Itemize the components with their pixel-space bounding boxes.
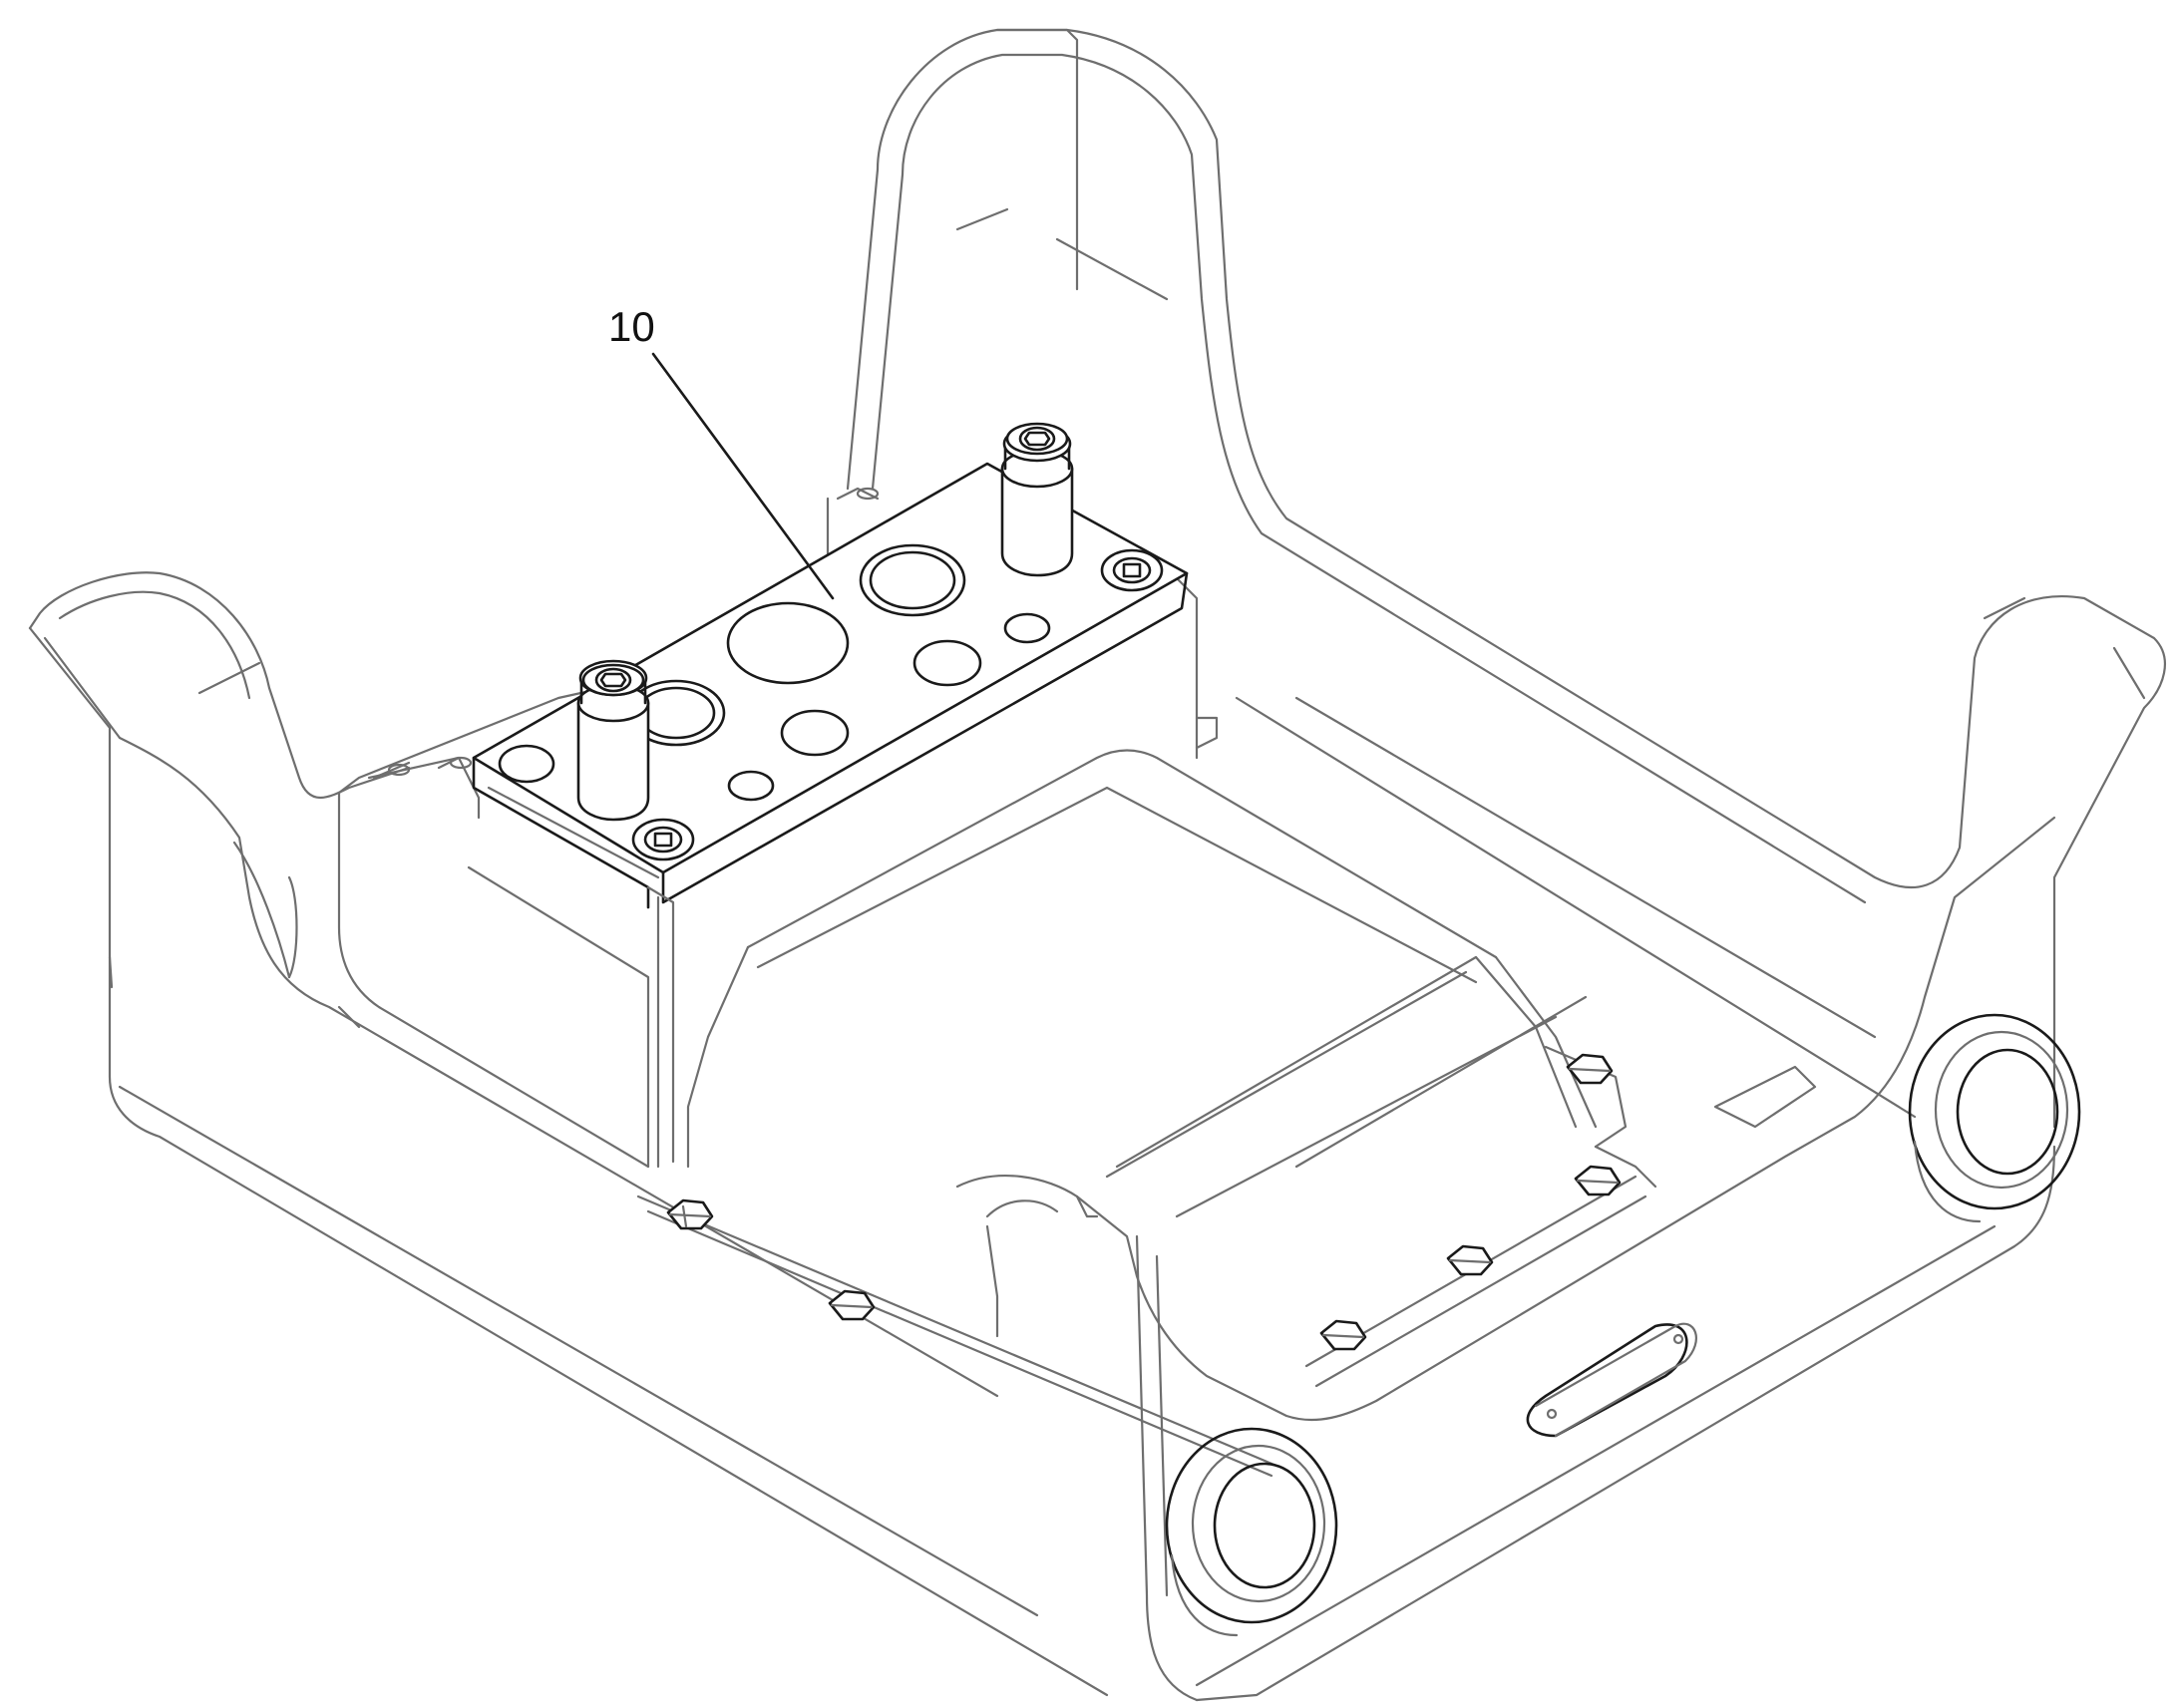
right-side-plate [955, 816, 2081, 1702]
cap-screw-left [576, 659, 650, 822]
mounting-lugs [372, 487, 880, 780]
pin-bore-rear [1908, 1013, 2081, 1223]
left-side-plate [28, 571, 1109, 1697]
valve-block [337, 422, 1219, 1169]
callout-10: 10 [608, 303, 835, 600]
pin-bore-front [1165, 1427, 1338, 1637]
rear-frame-plate [846, 28, 2166, 1129]
cap-screw-right [1000, 422, 1074, 577]
leader-line [651, 352, 835, 600]
hex-bolts [666, 1053, 1622, 1351]
socket-screw-front [631, 818, 695, 861]
oblong-slot [1526, 1322, 1697, 1438]
center-cover [636, 749, 1817, 1478]
socket-screw-rear [1100, 548, 1164, 592]
callout-label: 10 [608, 303, 655, 350]
